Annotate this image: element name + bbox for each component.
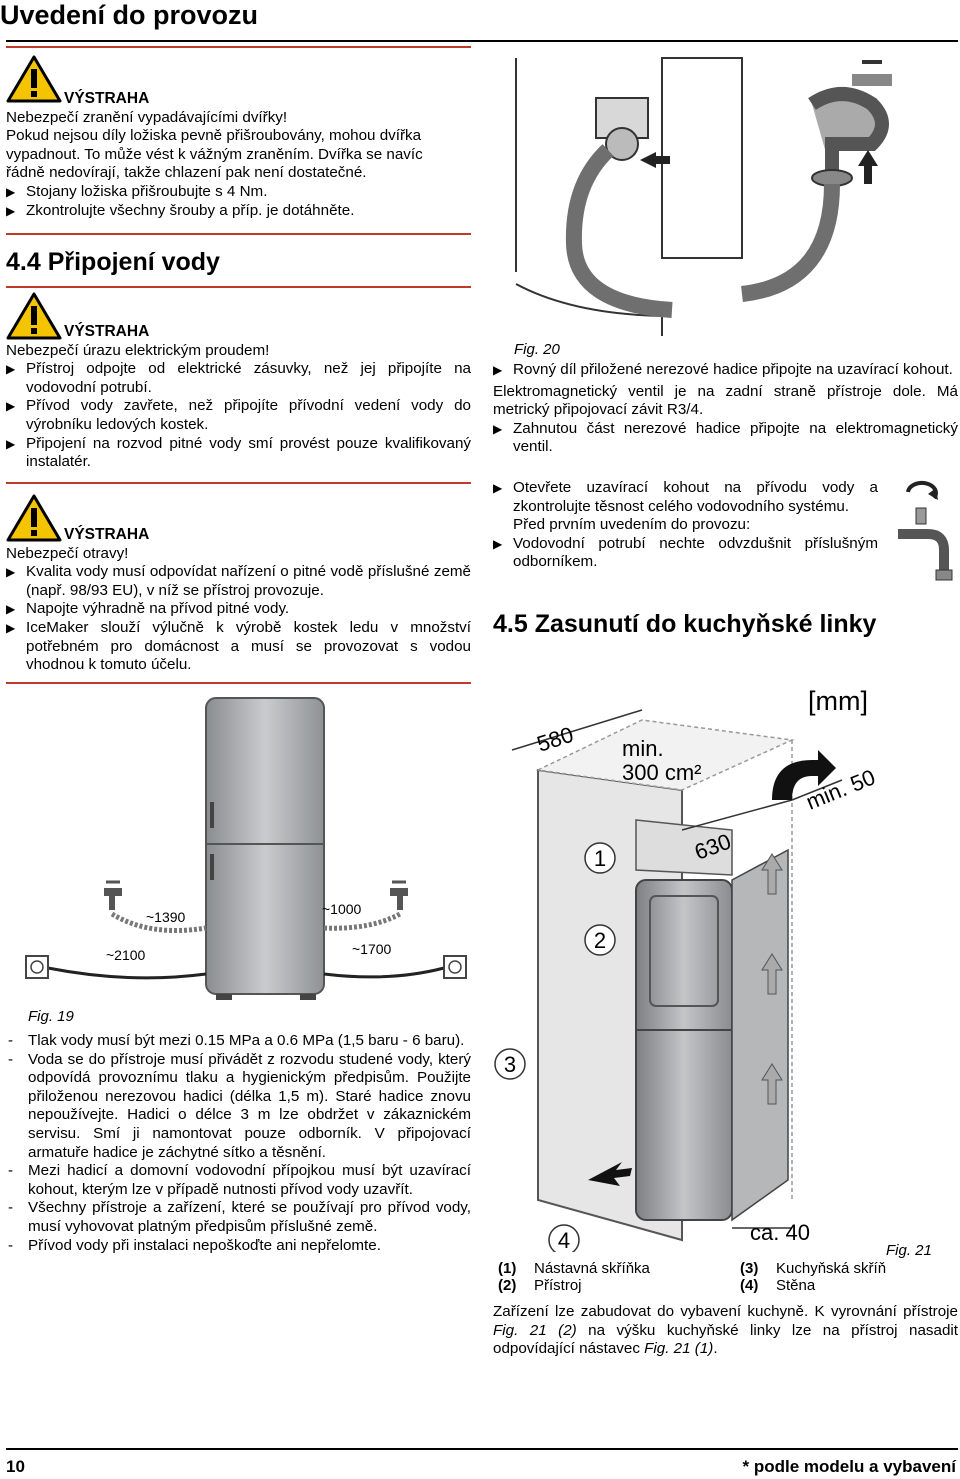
warning2-block: VÝSTRAHA Nebezpečí úrazu elektrickým pro… bbox=[6, 323, 471, 472]
fig20-instructions-2: Otevřete uzavírací kohout na přívodu vod… bbox=[493, 479, 878, 572]
fig19-caption: Fig. 19 bbox=[28, 1008, 74, 1025]
warning1-bullet-2: Zkontrolujte všechny šrouby a příp. je d… bbox=[6, 202, 471, 221]
fig-ref-21-1: Fig. 21 (1) bbox=[644, 1340, 714, 1358]
fig21-caption: Fig. 21 bbox=[886, 1242, 932, 1259]
legend-num-3: (3) bbox=[740, 1260, 759, 1277]
warning1-block: VÝSTRAHA Nebezpečí zranění vypadávajícím… bbox=[6, 90, 471, 220]
installation-paragraph: Zařízení lze zabudovat do vybavení kuchy… bbox=[493, 1303, 958, 1359]
legend-text-4: Stěna bbox=[776, 1277, 816, 1294]
footer-rule bbox=[6, 1448, 958, 1450]
warning2-heading: Nebezpečí úrazu elektrickým proudem! bbox=[6, 341, 270, 359]
warning1-line-1: Pokud nejsou díly ložiska pevně přišroub… bbox=[6, 127, 422, 145]
requirement-4: Všechny přístroje a zařízení, které se p… bbox=[6, 1199, 471, 1236]
page-title: Uvedení do provozu bbox=[0, 0, 259, 30]
footer-note: * podle modelu a vybavení bbox=[742, 1457, 956, 1476]
legend-text-2: Přístroj bbox=[534, 1277, 582, 1294]
warning3-bottom-rule bbox=[6, 682, 471, 684]
requirement-3: Mezi hadicí a domovní vodovodní přípojko… bbox=[6, 1162, 471, 1199]
warning-triangle-icon bbox=[6, 55, 62, 103]
warning-triangle-icon bbox=[6, 292, 62, 340]
fig21-num-3: 3 bbox=[504, 1052, 516, 1077]
warning2-bullet-3: Připojení na rozvod pitné vody smí prové… bbox=[6, 435, 471, 472]
fig19-illustration: ~1390 ~1000 ~2100 ~1700 bbox=[25, 697, 467, 1000]
fig20-before-first-use: Před prvním uvedením do provozu: bbox=[513, 516, 751, 534]
fig19-dim-a: ~1390 bbox=[146, 909, 186, 925]
page-number: 10 bbox=[6, 1457, 25, 1476]
warning3-block: VÝSTRAHA Nebezpečí otravy! Kvalita vody … bbox=[6, 526, 471, 675]
fig19-dim-b: ~1000 bbox=[322, 901, 362, 917]
fig20-bullet-2: Zahnutou část nerezové hadice připojte n… bbox=[493, 420, 958, 457]
warning3-bullet-2: Napojte výhradně na přívod pitné vody. bbox=[6, 600, 471, 619]
fig20-illustration bbox=[515, 57, 892, 336]
fig21-min-area-line2: 300 cm² bbox=[622, 760, 701, 785]
fig21-legend: (1) Nástavná skříňka (3) Kuchyňská skříň… bbox=[498, 1260, 892, 1294]
legend-num-4: (4) bbox=[740, 1277, 759, 1294]
warning1-line-3: řádně nedovírají, takže chlazení pak nen… bbox=[6, 164, 367, 182]
requirement-1: Tlak vody musí být mezi 0.15 MPa a 0.6 M… bbox=[6, 1032, 471, 1051]
warning3-label: VÝSTRAHA bbox=[64, 526, 150, 543]
warning3-bullet-1: Kvalita vody musí odpovídat nařízení o p… bbox=[6, 563, 471, 600]
final-text-1: Zařízení lze zabudovat do vybavení kuchy… bbox=[493, 1303, 958, 1320]
warning2-bottom-rule bbox=[6, 482, 471, 484]
fig21-unit: [mm] bbox=[808, 686, 868, 716]
warning2-bullet-2: Přívod vody zavřete, než připojíte přívo… bbox=[6, 397, 471, 434]
warning-triangle-icon bbox=[6, 494, 62, 542]
warning1-top-rule bbox=[6, 46, 471, 48]
section-heading-4-5: 4.5 Zasunutí do kuchyňské linky bbox=[493, 610, 877, 638]
fig20-caption: Fig. 20 bbox=[514, 341, 560, 358]
warning1-heading: Nebezpečí zranění vypadávajícími dvířky! bbox=[6, 108, 288, 126]
fig21-ca-40: ca. 40 bbox=[750, 1220, 810, 1245]
fig19-dim-c: ~2100 bbox=[106, 947, 146, 963]
requirement-5: Přívod vody při instalaci nepoškoďte ani… bbox=[6, 1237, 471, 1256]
fig21-dim-580: 580 bbox=[534, 722, 577, 757]
fig20-bullet-3: Otevřete uzavírací kohout na přívodu vod… bbox=[493, 479, 878, 516]
final-text-3: . bbox=[713, 1340, 718, 1358]
warning3-bullet-3: IceMaker slouží výlučně k výrobě kostek … bbox=[6, 619, 471, 675]
legend-num-2: (2) bbox=[498, 1277, 517, 1294]
title-rule bbox=[6, 40, 958, 42]
fig20-bullet-4: Vodovodní potrubí nechte odvzdušnit přís… bbox=[493, 535, 878, 572]
fig20-bullet-1: Rovný díl přiložené nerezové hadice přip… bbox=[493, 361, 958, 380]
legend-text-3: Kuchyňská skříň bbox=[776, 1260, 887, 1277]
fig20-paragraph: Elektromagnetický ventil je na zadní str… bbox=[493, 382, 958, 419]
legend-num-1: (1) bbox=[498, 1260, 517, 1277]
final-text-2: na výšku kuchyňské linky lze na přístroj… bbox=[493, 1321, 958, 1358]
fig19-dim-d: ~1700 bbox=[352, 941, 392, 957]
warning1-label: VÝSTRAHA bbox=[64, 90, 150, 107]
fig-ref-21-2: Fig. 21 (2) bbox=[493, 1321, 577, 1339]
tap-open-icon bbox=[898, 480, 953, 581]
warning2-label: VÝSTRAHA bbox=[64, 323, 150, 340]
fig21-num-4: 4 bbox=[558, 1228, 570, 1252]
water-requirements: Tlak vody musí být mezi 0.15 MPa a 0.6 M… bbox=[6, 1032, 471, 1255]
warning2-bullet-1: Přístroj odpojte od elektrické zásuvky, … bbox=[6, 360, 471, 397]
legend-text-1: Nástavná skříňka bbox=[534, 1260, 650, 1277]
warning1-bottom-rule bbox=[6, 233, 471, 235]
fig21-min-area-line1: min. bbox=[622, 736, 664, 761]
warning1-line-2: vypadnout. To může vést k vážným zranění… bbox=[6, 145, 423, 163]
fig21-num-2: 2 bbox=[594, 928, 606, 953]
warning2-top-rule bbox=[6, 286, 471, 288]
warning1-bullet-1: Stojany ložiska přišroubujte s 4 Nm. bbox=[6, 183, 471, 202]
section-heading-4-4: 4.4 Připojení vody bbox=[6, 248, 220, 276]
fig20-instructions: Rovný díl přiložené nerezové hadice přip… bbox=[493, 361, 958, 457]
warning3-heading: Nebezpečí otravy! bbox=[6, 544, 129, 562]
requirement-2: Voda se do přístroje musí přivádět z roz… bbox=[6, 1051, 471, 1163]
fig21-num-1: 1 bbox=[594, 846, 606, 871]
fig21-illustration: 1 2 3 4 [mm] 580 min. 300 cm² min. 50 63… bbox=[494, 686, 879, 1252]
